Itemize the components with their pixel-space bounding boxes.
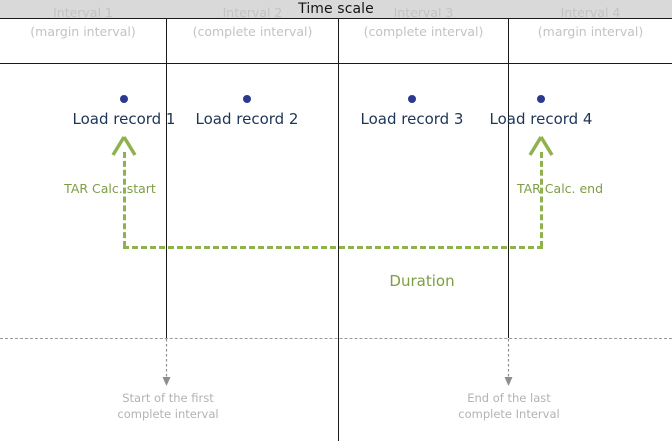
tar-start-riser <box>123 152 126 247</box>
interval-divider-1 <box>166 19 167 338</box>
load-record-label-2: Load record 2 <box>195 110 299 128</box>
interval-header-3: Interval 3 (complete interval) <box>339 0 508 44</box>
diagram-title: Time scale <box>298 1 374 17</box>
load-record-label-4: Load record 4 <box>489 110 593 128</box>
end-boundary-label: End of the last complete Interval <box>409 390 609 422</box>
tar-calc-end-label: TAR Calc. end <box>516 181 604 196</box>
start-boundary-label: Start of the first complete interval <box>68 390 268 422</box>
interval-header-3-name: Interval 3 <box>393 5 454 20</box>
interval-header-2-type: (complete interval) <box>192 24 313 39</box>
interval-header-3-type: (complete interval) <box>363 24 484 39</box>
load-record-dot-3 <box>408 95 416 103</box>
interval-header-1-type: (margin interval) <box>30 24 136 39</box>
end-boundary-line2: complete Interval <box>458 407 560 421</box>
load-record-dot-2 <box>243 95 251 103</box>
interval-header-1: Interval 1 (margin interval) <box>0 0 166 44</box>
complete-interval-guide-line <box>0 338 672 339</box>
load-record-label-3: Load record 3 <box>360 110 464 128</box>
load-record-dot-1 <box>120 95 128 103</box>
end-boundary-arrowhead <box>504 377 513 386</box>
duration-line <box>123 246 543 249</box>
interval-header-2-name: Interval 2 <box>222 5 283 20</box>
start-boundary-arrowhead <box>162 377 171 386</box>
end-boundary-line1: End of the last <box>467 391 551 405</box>
tar-calc-start-label: TAR Calc. start <box>64 181 156 196</box>
interval-header-2: Interval 2 (complete interval) <box>167 0 338 44</box>
interval-header-row <box>0 19 672 64</box>
interval-divider-2 <box>338 19 339 441</box>
interval-header-4-name: Interval 4 <box>560 5 621 20</box>
duration-label: Duration <box>389 272 455 290</box>
interval-header-1-name: Interval 1 <box>53 5 113 20</box>
load-record-dot-4 <box>537 95 545 103</box>
interval-divider-3 <box>508 19 509 338</box>
load-record-label-1: Load record 1 <box>72 110 176 128</box>
interval-header-4: Interval 4 (margin interval) <box>509 0 672 44</box>
start-boundary-line2: complete interval <box>117 407 219 421</box>
tar-end-riser <box>540 152 543 247</box>
time-scale-band <box>0 0 672 19</box>
interval-header-4-type: (margin interval) <box>537 24 644 39</box>
start-boundary-line1: Start of the first <box>122 391 214 405</box>
